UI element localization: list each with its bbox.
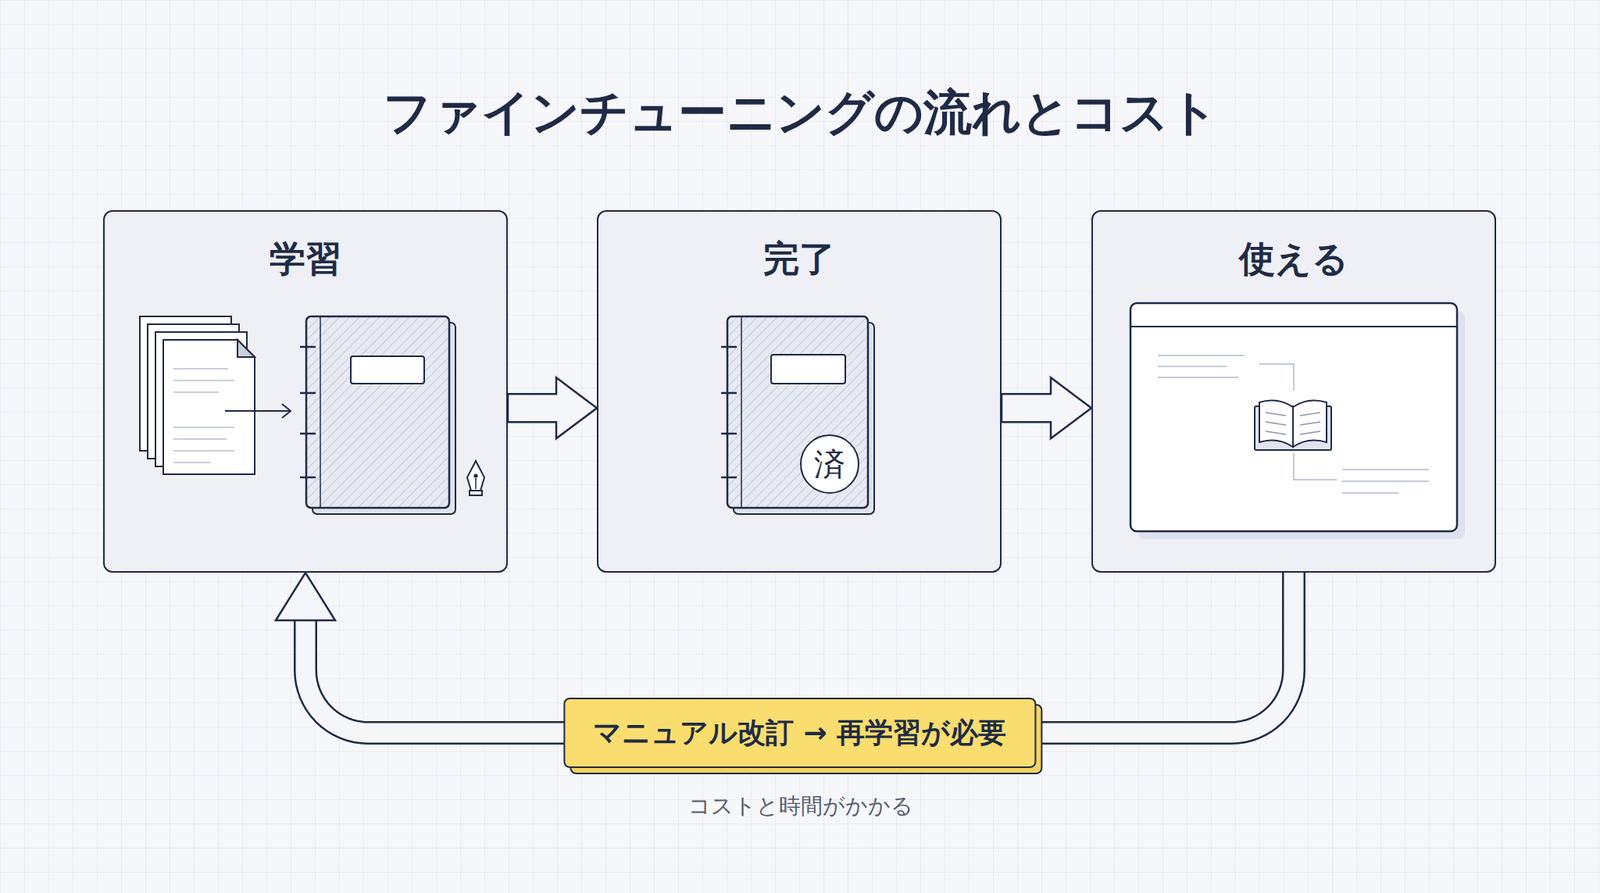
edge-label-box: マニュアル改訂 → 再学習が必要: [563, 697, 1036, 768]
text-line: [173, 379, 235, 382]
page-fold: [237, 339, 255, 358]
text-line: [173, 450, 235, 452]
step-heading: 使える: [1092, 236, 1495, 281]
document-page: [163, 339, 255, 475]
edge-label: マニュアル改訂 → 再学習が必要: [563, 697, 1036, 768]
ring: [300, 392, 316, 395]
block-arrow: [1001, 377, 1092, 439]
book-line: [1300, 431, 1321, 435]
process-box: 使える: [1091, 210, 1497, 573]
document-page: [155, 332, 247, 467]
ring: [300, 346, 316, 349]
document-page: [139, 316, 232, 451]
app-window: [1130, 303, 1465, 540]
flow-connector: [275, 572, 1294, 733]
block-arrow: [507, 377, 597, 439]
ring: [721, 346, 737, 349]
document-stack: [139, 316, 291, 475]
nib-hole: [473, 473, 478, 478]
diagram-title: ファインチューニングの流れとコスト: [0, 81, 1600, 144]
text-lines: [1157, 355, 1429, 493]
window-frame: [1130, 303, 1458, 532]
text-line: [1157, 354, 1245, 357]
ring: [300, 476, 316, 479]
book-line: [1265, 412, 1286, 416]
step-heading: 完了: [598, 236, 1000, 281]
flow-connector: [507, 377, 597, 439]
book-line: [1300, 421, 1321, 425]
loop-pipe: [305, 572, 1294, 733]
text-line: [173, 438, 227, 440]
book-line: [1265, 421, 1286, 425]
arrow-head: [275, 572, 336, 621]
text-line: [173, 461, 211, 464]
feed-arrow: [225, 410, 291, 412]
process-box: 完了: [596, 210, 1002, 573]
done-stamp: [800, 435, 859, 493]
notebook-label: [771, 354, 846, 384]
leader-line: [1259, 364, 1294, 391]
book-cover: [1254, 406, 1332, 450]
notebook: [300, 316, 456, 515]
window-shadow: [1138, 310, 1465, 540]
nib-slit: [475, 478, 477, 490]
text-line: [173, 391, 219, 393]
notebook-back: [312, 322, 456, 515]
notebook: [721, 316, 875, 515]
ring: [300, 432, 316, 436]
notebook-cover: [306, 316, 450, 508]
flow-connector: [1001, 377, 1092, 439]
notebook-back: [733, 322, 875, 515]
book-line: [1265, 431, 1286, 435]
step-heading: 学習: [104, 236, 507, 281]
ring: [721, 432, 737, 436]
book-lines: [1265, 412, 1321, 435]
window-titlebar: [1130, 325, 1458, 328]
cost-note: コストと時間がかかる: [688, 791, 914, 822]
notebook-rings: [300, 346, 316, 478]
leader-line: [1293, 453, 1337, 480]
loop-pipe-outline: [305, 572, 1294, 733]
notebook-cover: [727, 316, 868, 508]
notebook-rings: [721, 346, 737, 478]
text-line: [1342, 468, 1429, 471]
notebook-spine: [319, 316, 322, 508]
notebook-spine: [740, 316, 743, 508]
book-page: [1292, 400, 1327, 447]
feed-arrow-head: [282, 403, 291, 418]
nib-body: [467, 460, 485, 491]
text-lines: [173, 368, 235, 463]
text-line: [1342, 480, 1429, 483]
text-line: [173, 426, 235, 429]
book-page: [1259, 400, 1293, 447]
process-box: 学習: [103, 210, 508, 573]
text-line: [173, 367, 229, 370]
text-line: [1342, 492, 1399, 494]
text-line: [1157, 365, 1227, 368]
book-line: [1300, 412, 1321, 416]
nib-base: [469, 490, 483, 496]
text-line: [1157, 376, 1239, 379]
ring: [721, 476, 737, 479]
ring: [721, 392, 737, 395]
label-shadow: [569, 703, 1043, 775]
document-page: [147, 324, 240, 459]
notebook-label: [350, 356, 425, 384]
book-icon: [1254, 400, 1332, 450]
pen-nib: [467, 460, 485, 496]
